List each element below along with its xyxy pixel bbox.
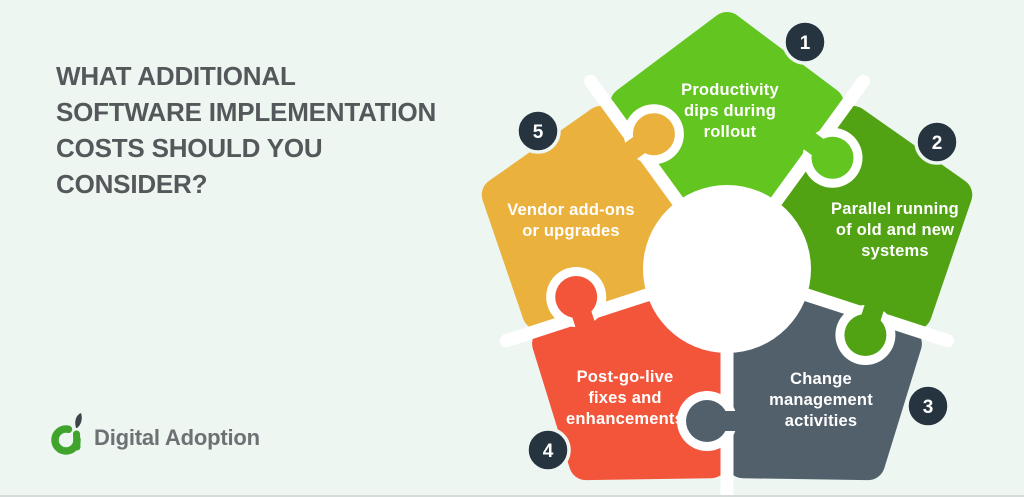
bottom-divider	[0, 495, 1024, 497]
page-title: WHAT ADDITIONAL SOFTWARE IMPLEMENTATION …	[56, 61, 437, 199]
center-circle	[643, 185, 811, 353]
badge-3-number: 3	[923, 397, 934, 418]
badge-4: 4	[525, 427, 571, 473]
tab-knob-vendor	[632, 113, 675, 156]
logo-mark-icon	[51, 413, 82, 455]
tab-knob-parallel	[844, 314, 887, 356]
badge-3: 3	[905, 383, 951, 429]
tab-knob-change	[686, 400, 728, 442]
badge-2-number: 2	[932, 133, 943, 154]
brand-logo-text: Digital Adoption	[94, 425, 260, 450]
badge-5: 5	[515, 108, 561, 154]
number-badges: 1 2 3 4 5	[515, 19, 960, 473]
tab-knob-productivity	[811, 136, 854, 179]
badge-1-number: 1	[800, 33, 811, 54]
brand-logo: Digital Adoption	[50, 412, 260, 456]
badge-4-number: 4	[543, 441, 554, 462]
puzzle-tabs	[546, 104, 896, 451]
tab-knob-post-go-live	[555, 276, 598, 318]
badge-2: 2	[914, 119, 960, 165]
logo-leaf-icon	[75, 413, 82, 428]
badge-5-number: 5	[533, 122, 544, 143]
badge-1: 1	[782, 19, 828, 65]
